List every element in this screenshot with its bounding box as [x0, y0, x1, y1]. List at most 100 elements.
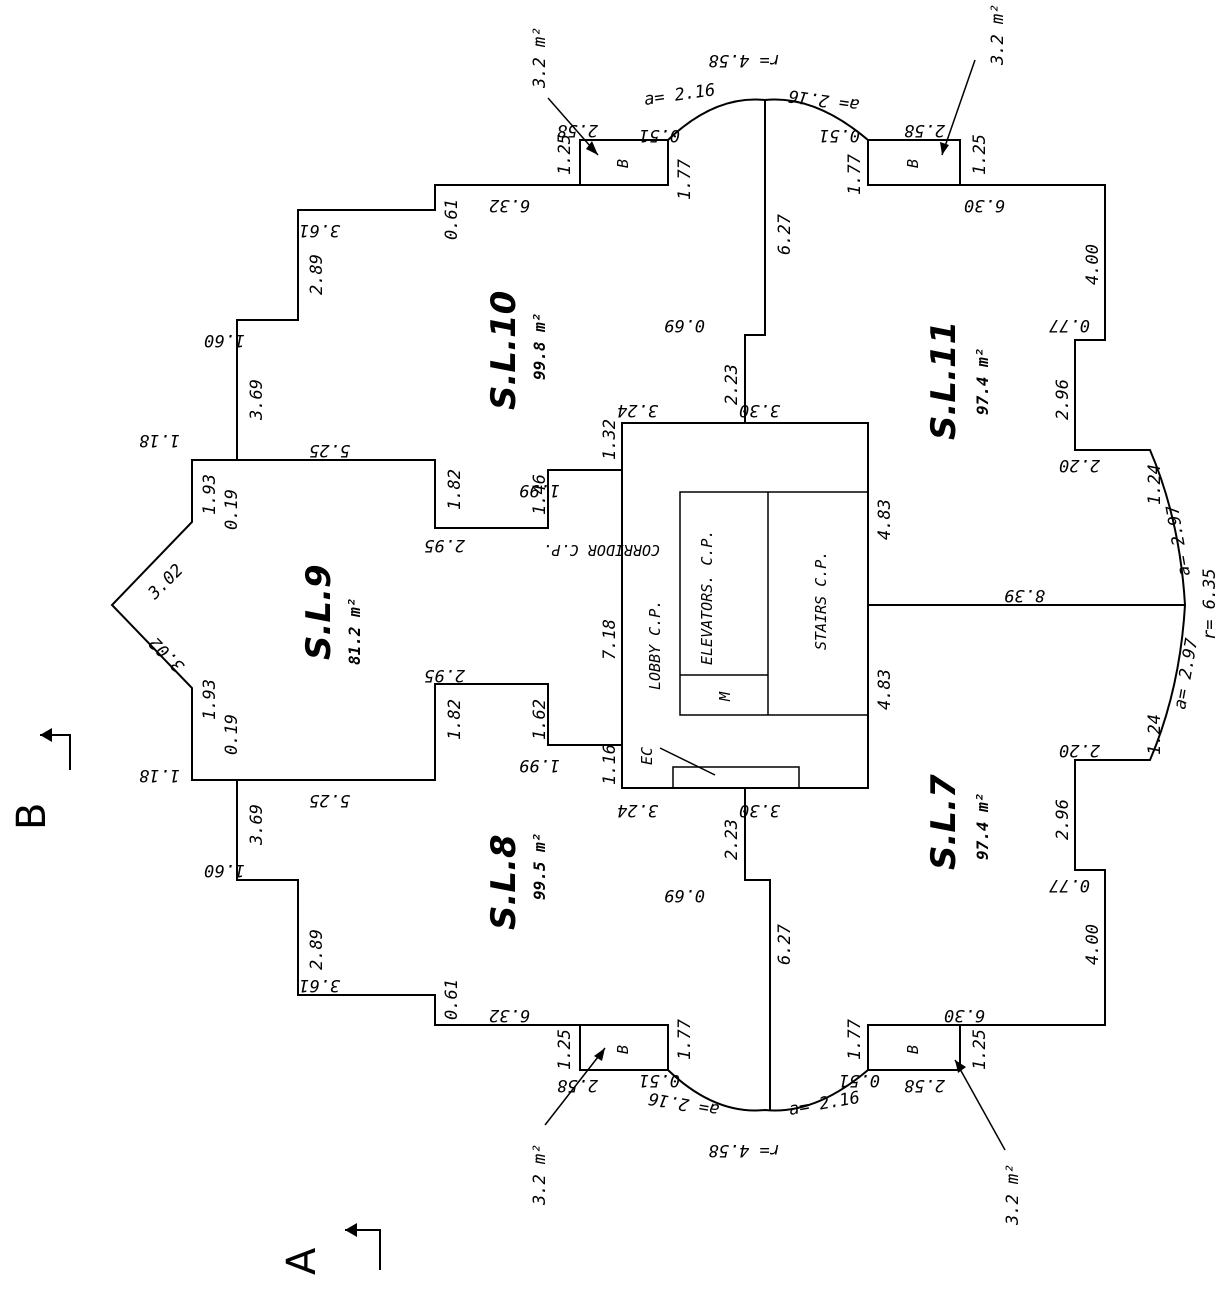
dimension-label: 3.02	[145, 633, 189, 677]
dimension-label: 2.20	[1059, 740, 1100, 760]
dimension-label: 1.82	[445, 469, 465, 510]
dimension-label: 2.58	[557, 120, 598, 140]
unit-name: S.L.10	[484, 291, 524, 410]
dimension-label: 4.83	[875, 669, 895, 710]
balcony-label: B	[614, 1045, 632, 1054]
outer-wall	[110, 98, 1187, 1112]
dimension-label: 6.30	[944, 1005, 985, 1025]
dimension-label: 0.77	[1048, 315, 1090, 335]
dimension-label: 1.25	[555, 134, 575, 175]
dimension-label: 0.51	[819, 125, 860, 145]
dimension-label: 4.00	[1083, 244, 1103, 285]
balcony-area: 3.2 m²	[988, 4, 1008, 66]
dimension-label: 5.25	[309, 790, 350, 810]
balcony-leaders	[544, 59, 1006, 1151]
dimension-label: 2.20	[1059, 455, 1100, 475]
balcony-area: 3.2 m²	[530, 1144, 550, 1206]
dimension-label: 2.95	[424, 535, 465, 555]
dimension-label: 4.83	[875, 499, 895, 540]
dimension-label: a= 2.16	[787, 1088, 861, 1120]
corridor-label: CORRIDOR C.P.	[543, 541, 660, 559]
dimension-label: 2.89	[307, 929, 327, 970]
dimension-label: 2.23	[722, 819, 742, 860]
dimension-label: r= 4.58	[708, 1140, 780, 1160]
dimension-label: 1.18	[139, 765, 180, 785]
dimension-label: 3.24	[617, 800, 659, 820]
unit-area: 97.4 m²	[973, 793, 992, 860]
dimension-label: 1.93	[200, 679, 220, 720]
dimension-label: r= 6.35	[1200, 568, 1220, 640]
dimension-label: 1.77	[845, 1018, 865, 1060]
lobby-label: LOBBY C.P.	[646, 600, 664, 690]
dimension-label: 1.77	[845, 153, 865, 195]
unit-sl10: S.L.10 99.8 m²	[484, 291, 549, 410]
dimension-label: 7.18	[600, 619, 620, 660]
dimension-label: 2.96	[1053, 379, 1073, 420]
dimension-label: 6.32	[489, 1005, 530, 1025]
unit-area: 99.5 m²	[530, 833, 549, 900]
dimension-label: 3.61	[299, 975, 341, 995]
unit-sl11: S.L.11 97.4 m²	[924, 321, 992, 440]
dimension-label: 0.19	[222, 489, 242, 530]
section-marker-b: B	[9, 728, 71, 830]
dimension-label: 0.19	[222, 714, 242, 755]
dimension-label: 4.00	[1083, 924, 1103, 965]
dimension-label: 2.58	[557, 1075, 598, 1095]
section-letter: A	[279, 1247, 325, 1275]
dimension-label: a= 2.16	[647, 1088, 721, 1120]
dimension-label: 1.24	[1145, 464, 1165, 505]
dimension-label: 1.32	[600, 419, 620, 460]
dimension-label: 1.16	[600, 744, 620, 785]
dimension-label: 1.25	[970, 1029, 990, 1070]
dimension-label: 3.69	[247, 804, 267, 846]
dimension-label: 0.51	[639, 125, 680, 145]
partition-walls	[237, 100, 1185, 1110]
m-label: M	[716, 691, 734, 702]
dimension-label: 2.96	[1053, 799, 1073, 840]
dimension-label: 6.27	[775, 923, 795, 965]
dimension-label: 1.82	[445, 699, 465, 740]
dimension-label: 3.69	[247, 379, 267, 421]
dimension-label: 0.69	[664, 315, 705, 335]
dimension-label: 1.25	[555, 1029, 575, 1070]
dimension-label: a= 2.97	[1163, 503, 1195, 578]
unit-name: S.L.7	[924, 774, 964, 870]
unit-sl7: S.L.7 97.4 m²	[924, 774, 992, 870]
dimension-label: 2.58	[904, 1075, 945, 1095]
dimension-label: 0.69	[664, 885, 705, 905]
dimension-label: 1.77	[675, 1018, 695, 1060]
dimension-label: 5.25	[309, 440, 350, 460]
dimension-label: a= 2.97	[1170, 636, 1202, 711]
dimension-label: 6.30	[964, 195, 1005, 215]
dimension-label: 1.99	[519, 755, 560, 775]
ec-label: EC	[638, 747, 656, 765]
dimension-label: 3.02	[144, 560, 188, 604]
unit-area: 99.8 m²	[530, 313, 549, 380]
dimension-label: a= 2.16	[643, 80, 717, 110]
unit-sl8: S.L.8 99.5 m²	[484, 833, 549, 930]
balcony-label: B	[904, 159, 922, 168]
dimension-label: 2.89	[307, 254, 327, 295]
dimension-label: 1.46	[530, 474, 550, 515]
dimension-label: 3.30	[739, 400, 781, 420]
unit-name: S.L.9	[299, 564, 339, 660]
dimension-label: 1.77	[675, 158, 695, 200]
dimension-label: a= 2.16	[787, 85, 861, 115]
dimension-label: 0.61	[442, 199, 462, 240]
core-block	[621, 422, 869, 789]
dimension-label: 1.60	[204, 860, 245, 880]
dimension-label: 0.77	[1048, 875, 1090, 895]
dimension-label: 0.61	[442, 979, 462, 1020]
dimension-label: 1.25	[970, 134, 990, 175]
dimension-label: r= 4.58	[708, 50, 780, 70]
dimension-label: 3.24	[617, 400, 659, 420]
dimension-label: 1.93	[200, 474, 220, 515]
dimension-label: 1.18	[139, 430, 180, 450]
dimension-label: 2.23	[722, 364, 742, 405]
balcony-area: 3.2 m²	[530, 27, 550, 89]
elevators-label: ELEVATORS. C.P.	[698, 530, 716, 665]
dimension-label: 1.99	[519, 480, 560, 500]
dimension-label: 3.61	[299, 220, 341, 240]
balcony-label: B	[614, 159, 632, 168]
